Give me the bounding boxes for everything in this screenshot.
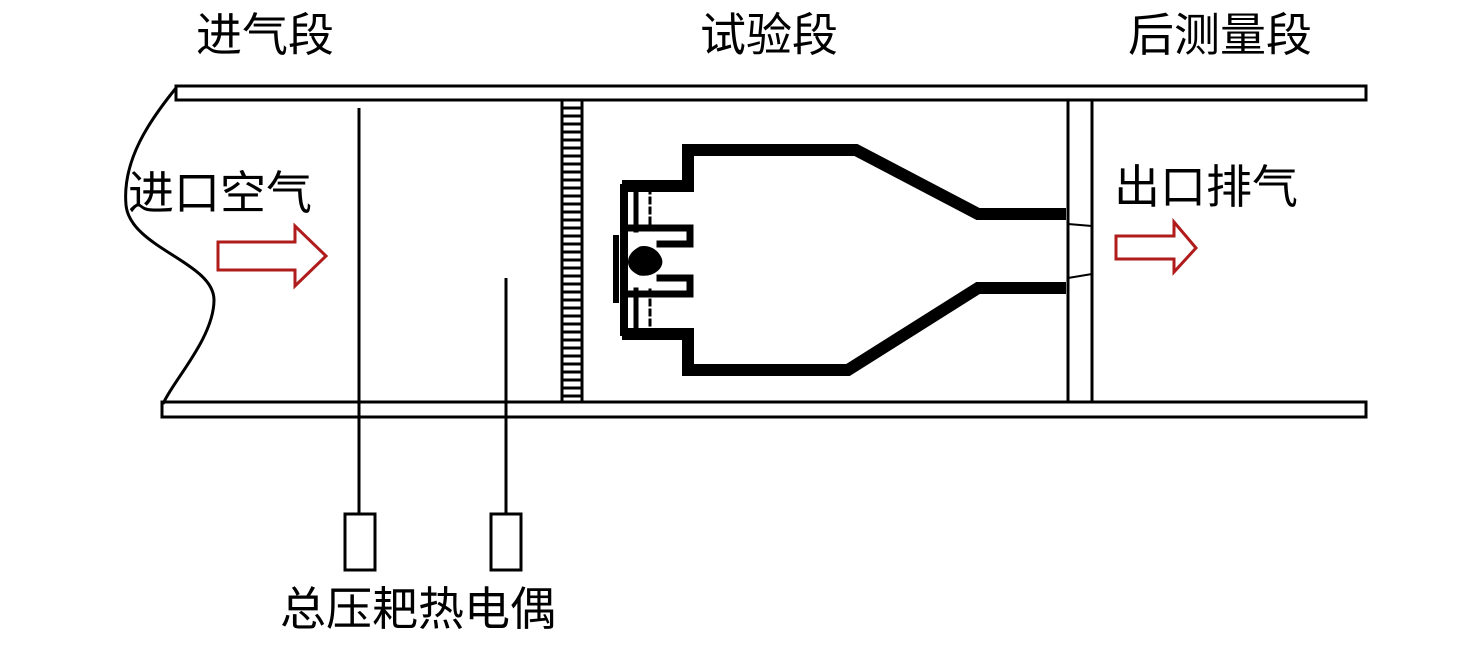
inlet-section-label: 进气段 <box>196 8 334 62</box>
total-pressure-rake <box>343 108 377 572</box>
outlet-flow-arrow <box>1114 217 1198 276</box>
thermocouple <box>489 278 523 572</box>
combustor-model <box>613 144 1066 376</box>
test-section-label: 试验段 <box>700 8 838 62</box>
duct-walls <box>160 84 1368 419</box>
inlet-air-label: 进口空气 <box>128 166 312 220</box>
duct-top-wall <box>174 84 1368 102</box>
outlet-plate <box>1066 98 1094 404</box>
rake-probe-box <box>343 512 377 572</box>
inlet-break-line <box>124 87 216 405</box>
thermocouple-box <box>489 512 523 572</box>
inlet-flow-arrow <box>216 222 329 290</box>
mesh-screen <box>560 98 584 404</box>
rear-measure-section-label: 后测量段 <box>1128 8 1312 62</box>
outlet-exhaust-label: 出口排气 <box>1114 160 1298 214</box>
probes-label: 总压耙热电偶 <box>280 582 556 636</box>
duct-bottom-wall <box>160 400 1368 419</box>
